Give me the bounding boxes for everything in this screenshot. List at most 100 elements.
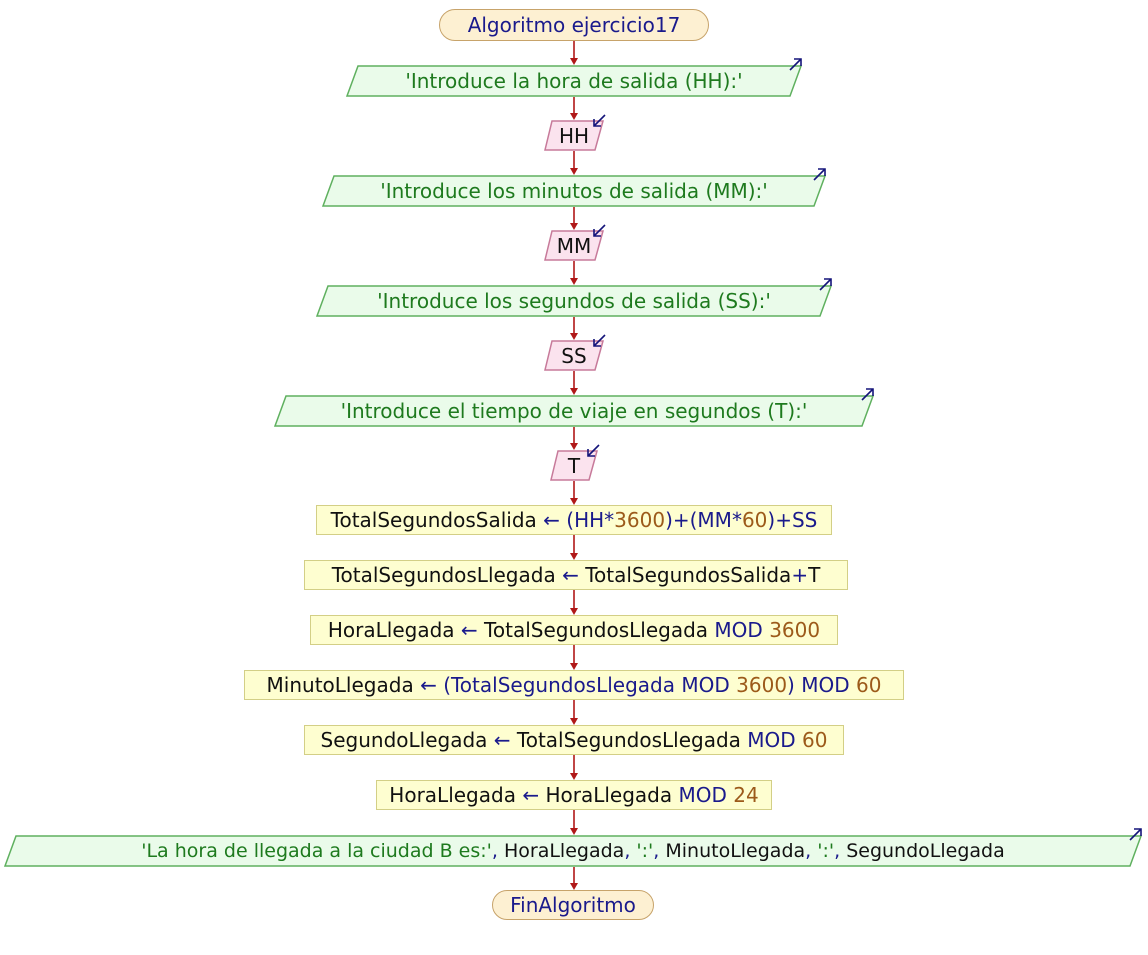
output-shape xyxy=(273,395,875,427)
connector-arrowhead xyxy=(570,58,578,65)
input-arrow-icon xyxy=(593,224,606,237)
input-arrow-icon xyxy=(593,114,606,127)
connector-arrowhead xyxy=(570,223,578,230)
connector-arrowhead xyxy=(570,773,578,780)
expr-part: + xyxy=(791,563,809,587)
process-step-5[interactable]: SegundoLlegada ← TotalSegundosLlegada MO… xyxy=(304,725,844,755)
output-arrow-icon xyxy=(861,388,874,401)
separator: , xyxy=(491,839,498,862)
expr-part: TotalSegundosLlegada xyxy=(484,618,709,642)
expr-part: (HH xyxy=(566,508,605,532)
connector-arrowhead xyxy=(570,168,578,175)
start-terminal[interactable]: Algoritmo ejercicio17 xyxy=(439,9,709,41)
assign-target: SegundoLlegada xyxy=(320,728,488,752)
algorithm-name: ejercicio17 xyxy=(571,13,681,37)
connector-arrowhead xyxy=(570,828,578,835)
process-step-2[interactable]: TotalSegundosLlegada ← TotalSegundosSali… xyxy=(304,560,848,590)
connector-arrowhead xyxy=(570,663,578,670)
assign-arrow: ← xyxy=(460,618,478,642)
expr-number: 60 xyxy=(855,673,882,697)
output-var-hora: HoraLlegada xyxy=(503,839,625,862)
connector-arrowhead xyxy=(570,388,578,395)
expr-part: T xyxy=(808,563,821,587)
mod-keyword: MOD xyxy=(678,783,727,807)
expr-number: 3600 xyxy=(769,618,821,642)
separator: , xyxy=(624,839,631,862)
output-step-2[interactable]: 'Introduce los minutos de salida (MM):' xyxy=(321,168,827,207)
output-shape xyxy=(315,285,833,317)
output-text: 'Introduce los segundos de salida (SS):' xyxy=(377,289,771,313)
connector-arrowhead xyxy=(570,718,578,725)
output-text: 'Introduce la hora de salida (HH):' xyxy=(405,69,743,93)
assign-target: TotalSegundosSalida xyxy=(330,508,537,532)
expr-number: 60 xyxy=(741,508,768,532)
process-step-6[interactable]: HoraLlegada ← HoraLlegada MOD 24 xyxy=(376,780,772,810)
output-colon: ':' xyxy=(636,839,654,862)
output-shape xyxy=(345,65,803,97)
output-arrow-icon xyxy=(1129,828,1142,841)
expr-part: ) xyxy=(787,673,795,697)
input-text: HH xyxy=(558,123,590,148)
input-step-4[interactable]: T xyxy=(550,444,600,481)
input-text: T xyxy=(567,453,581,478)
output-step-5[interactable]: 'La hora de llegada a la ciudad B es:', … xyxy=(3,828,1143,867)
input-text: MM xyxy=(556,233,592,258)
output-arrow-icon xyxy=(819,278,832,291)
separator: , xyxy=(653,839,660,862)
connector-arrowhead xyxy=(570,883,578,890)
output-colon: ':' xyxy=(817,839,835,862)
input-arrow-icon xyxy=(587,444,600,457)
expr-part: HoraLlegada xyxy=(545,783,673,807)
expr-part: )+(MM xyxy=(665,508,732,532)
expr-number: 60 xyxy=(802,728,828,752)
output-arrow-icon xyxy=(813,168,826,181)
assign-target: HoraLlegada xyxy=(327,618,455,642)
process-step-1[interactable]: TotalSegundosSalida ← (HH*3600)+(MM*60)+… xyxy=(316,505,832,535)
connector-arrowhead xyxy=(570,553,578,560)
expr-part: TotalSegundosLlegada xyxy=(516,728,741,752)
mod-keyword: MOD xyxy=(714,618,763,642)
input-arrow-icon xyxy=(593,334,606,347)
assign-arrow: ← xyxy=(420,673,437,697)
output-step-1[interactable]: 'Introduce la hora de salida (HH):' xyxy=(345,58,803,97)
output-step-4[interactable]: 'Introduce el tiempo de viaje en segundo… xyxy=(273,388,875,427)
assign-arrow: ← xyxy=(493,728,511,752)
connector-arrowhead xyxy=(570,443,578,450)
input-shape xyxy=(544,120,604,151)
input-step-2[interactable]: MM xyxy=(544,224,606,261)
input-step-1[interactable]: HH xyxy=(544,114,606,151)
process-step-4[interactable]: MinutoLlegada ← (TotalSegundosLlegada MO… xyxy=(244,670,904,700)
mod-keyword: MOD xyxy=(681,673,730,697)
output-text: 'Introduce el tiempo de viaje en segundo… xyxy=(340,399,808,423)
output-message: 'La hora de llegada a la ciudad B es:' xyxy=(141,839,492,862)
start-keyword: Algoritmo xyxy=(467,13,566,37)
output-arrow-icon xyxy=(789,58,802,71)
expr-part: (TotalSegundosLlegada xyxy=(443,673,676,697)
input-shape xyxy=(544,340,604,371)
output-shape xyxy=(321,175,827,207)
connector-arrowhead xyxy=(570,498,578,505)
expr-number: 3600 xyxy=(736,673,788,697)
connector-arrowhead xyxy=(570,278,578,285)
end-terminal[interactable]: FinAlgoritmo xyxy=(492,890,654,920)
assign-target: TotalSegundosLlegada xyxy=(331,563,556,587)
expr-part: )+SS xyxy=(767,508,818,532)
mod-keyword: MOD xyxy=(747,728,796,752)
output-shape xyxy=(3,835,1143,867)
expr-number: 3600 xyxy=(614,508,666,532)
expr-number: 24 xyxy=(733,783,759,807)
mod-keyword: MOD xyxy=(801,673,850,697)
expr-part: * xyxy=(604,508,615,532)
assign-arrow: ← xyxy=(562,563,579,587)
input-shape xyxy=(550,450,598,481)
end-keyword: FinAlgoritmo xyxy=(510,893,636,917)
output-step-3[interactable]: 'Introduce los segundos de salida (SS):' xyxy=(315,278,833,317)
output-var-minuto: MinutoLlegada xyxy=(665,839,806,862)
connector-arrowhead xyxy=(570,113,578,120)
expr-part: * xyxy=(731,508,742,532)
input-step-3[interactable]: SS xyxy=(544,334,606,371)
connector-arrowhead xyxy=(570,608,578,615)
process-step-3[interactable]: HoraLlegada ← TotalSegundosLlegada MOD 3… xyxy=(310,615,838,645)
